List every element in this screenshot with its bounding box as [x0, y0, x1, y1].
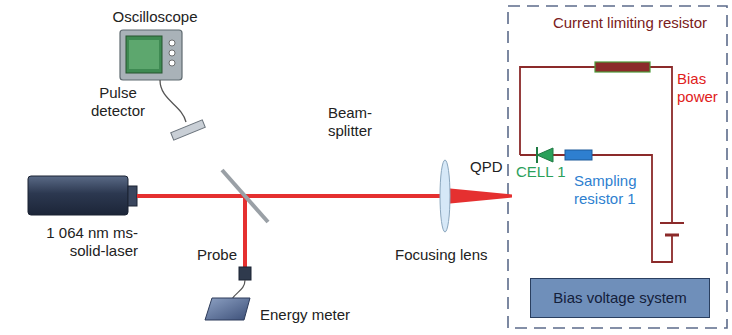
battery-symbol — [660, 222, 684, 224]
photodiode-symbol — [537, 148, 553, 162]
knob — [169, 60, 175, 66]
laser-beam — [137, 194, 445, 198]
laser-head — [128, 186, 137, 206]
device-label: Focusing lens — [395, 246, 507, 264]
beam-splitter — [222, 170, 268, 222]
device-label: Probe — [197, 246, 241, 264]
component-label: Sampling resistor 1 — [574, 172, 648, 208]
device-label: Beam- splitter — [318, 104, 382, 140]
oscilloscope-screen — [126, 36, 162, 73]
oscilloscope-body — [120, 30, 182, 80]
device-label: QPD — [470, 158, 508, 176]
box-title: Bias voltage system — [553, 289, 686, 307]
component-label: Current limiting resistor — [552, 14, 708, 32]
focused-beam — [445, 188, 512, 204]
screen-glow — [129, 40, 159, 69]
energy-meter — [205, 298, 250, 320]
knob — [169, 50, 175, 56]
device-label: 1 064 nm ms- solid-laser — [24, 224, 138, 260]
probe — [239, 267, 251, 280]
dashed-region — [508, 6, 727, 328]
sampled-beam — [243, 196, 247, 267]
device-label: Energy meter — [260, 306, 364, 324]
pulse-detector — [171, 120, 206, 140]
resistor-symbol — [565, 150, 592, 160]
probe-cable — [232, 280, 245, 299]
component-label: Bias power — [677, 70, 725, 106]
device-label: Oscilloscope — [100, 8, 210, 26]
system-box: Bias voltage system — [530, 278, 710, 318]
device-label: Pulse detector — [84, 84, 152, 120]
laser-body — [28, 176, 128, 215]
signal-cable — [160, 80, 186, 122]
photodiode-symbol — [536, 147, 538, 163]
knob — [169, 40, 175, 46]
resistor-symbol — [595, 62, 650, 72]
detector-plate — [171, 120, 206, 140]
battery-symbol — [665, 234, 679, 237]
focusing-lens — [440, 160, 450, 232]
component-label: CELL 1 — [516, 163, 566, 181]
